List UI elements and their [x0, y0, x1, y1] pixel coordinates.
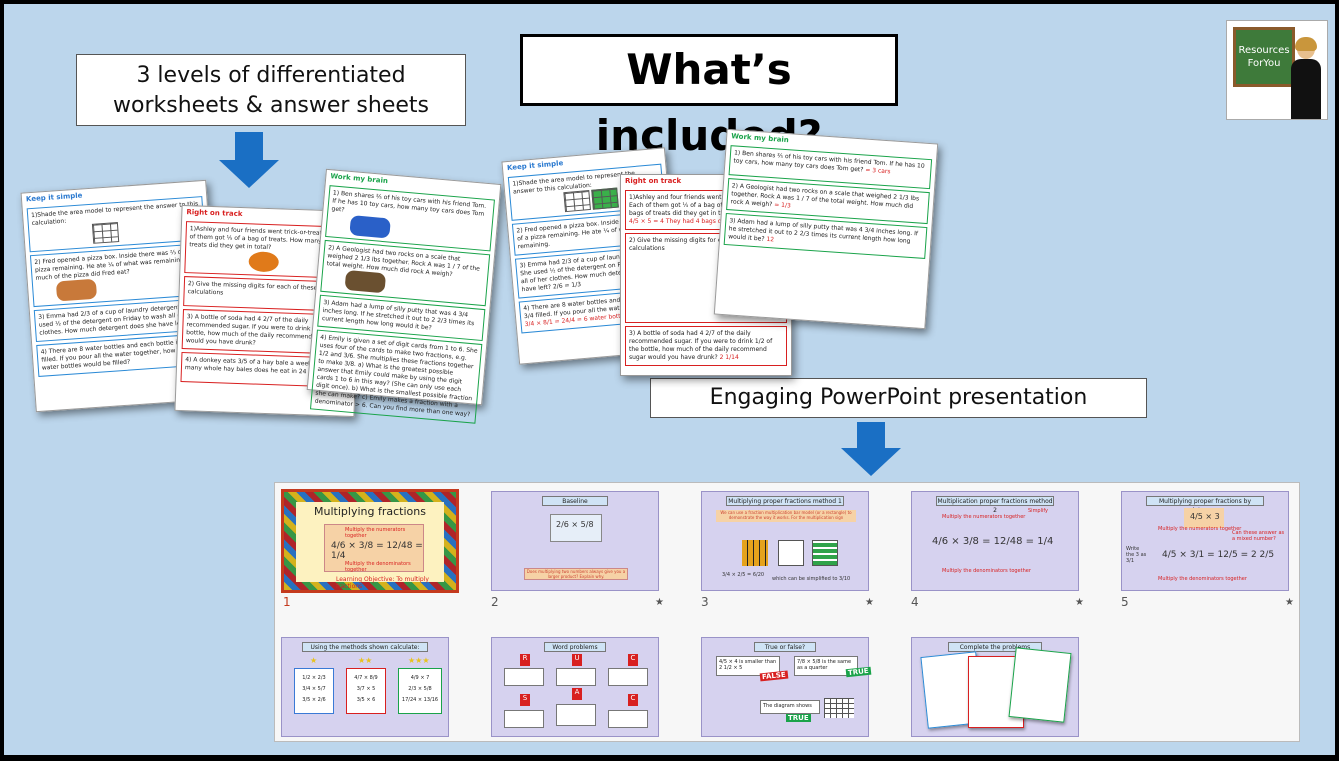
- statement-card: 7/8 × 5/8 is the same as a quarter: [794, 656, 858, 676]
- slide-thumbnail-9[interactable]: Complete the problems: [911, 637, 1079, 737]
- problem: 2/3 × 5/8: [408, 686, 432, 692]
- slide-equation: 2/6 × 5/8: [556, 520, 594, 529]
- rucsac-letter: C: [628, 654, 638, 666]
- slide-title: Word problems: [544, 642, 606, 652]
- star-icon: ★: [310, 656, 318, 665]
- slide-note: Simplify: [1028, 508, 1049, 514]
- slide-sorter-panel: Multiplying fractions Multiply the numer…: [274, 482, 1300, 742]
- animation-star-icon: ★: [655, 597, 664, 608]
- diagram-grid: [824, 698, 854, 718]
- slide-title: Multiplying fractions: [314, 505, 426, 518]
- powerpoint-label: Engaging PowerPoint presentation: [650, 378, 1147, 418]
- slide-canvas: What’s included? 3 levels of differentia…: [4, 4, 1335, 755]
- animation-star-icon: ★: [865, 597, 874, 608]
- resources-for-you-logo: Resources ForYou: [1226, 20, 1328, 120]
- slide-equation: 3/4 × 2/5 = 6/20: [722, 572, 765, 578]
- rucsac-letter: R: [520, 654, 530, 666]
- slide-title: Multiplying proper fractions method 1: [726, 496, 844, 506]
- problem: 4/7 × 8/9: [354, 675, 378, 681]
- statement-card: The diagram shows: [760, 700, 820, 714]
- question: 3) A bottle of soda had 4 2/7 of the dai…: [625, 326, 787, 366]
- slide-title: True or false?: [754, 642, 816, 652]
- problem: 4/9 × 7: [410, 675, 430, 681]
- star-icon: ★★★: [408, 656, 430, 665]
- star-icon: ★★: [358, 656, 373, 665]
- slide-objective: Learning Objective: To multiply fraction…: [336, 576, 429, 590]
- slide-title: Complete the problems: [948, 642, 1042, 652]
- slide-equation: 4/6 × 3/8 = 12/48 = 1/4: [932, 536, 1054, 547]
- false-stamp: FALSE: [759, 670, 789, 682]
- slide-title: Multiplying proper fractions by integers: [1146, 496, 1264, 514]
- slide-thumbnail-2[interactable]: Baseline 2/6 × 5/8 Does multiplying two …: [491, 491, 659, 591]
- slide-number: 1: [283, 595, 291, 609]
- teacher-figure: [1289, 37, 1323, 119]
- slide-thumbnail-4[interactable]: Multiplication proper fractions method 2…: [911, 491, 1079, 591]
- slide-question: which can be simplified to 3/10: [772, 576, 851, 582]
- slide-thumbnail-7[interactable]: Word problems R U C S A C: [491, 637, 659, 737]
- slide-title: Using the methods shown calculate:: [302, 642, 428, 652]
- slide-title: Baseline: [542, 496, 608, 506]
- worksheets-label: 3 levels of differentiated worksheets & …: [76, 54, 466, 126]
- problem: 3/7 × 5: [356, 686, 376, 692]
- animation-star-icon: ★: [1285, 597, 1294, 608]
- rucsac-letter: A: [572, 688, 582, 700]
- rucsac-letter: S: [520, 694, 530, 706]
- question: 4) Emily is given a set of digit cards f…: [309, 329, 483, 424]
- problem: 3/5 × 6: [356, 697, 376, 703]
- slide-thumbnail-3[interactable]: Multiplying proper fractions method 1 We…: [701, 491, 869, 591]
- slide-intro: We can use a fraction multiplication bar…: [716, 510, 856, 522]
- true-stamp: TRUE: [845, 666, 871, 678]
- rucsac-letter: U: [572, 654, 582, 666]
- slide-thumbnail-8[interactable]: True or false? 4/5 × 4 is smaller than 2…: [701, 637, 871, 737]
- slide-note: Multiply the numerators together: [942, 514, 1026, 520]
- problem: 17/24 × 13/16: [401, 697, 439, 703]
- statement-card: 4/5 × 4 is smaller than 2 1/2 × 5: [716, 656, 780, 676]
- problem: 3/5 × 2/6: [302, 697, 326, 703]
- problem: 3/4 × 5/7: [302, 686, 326, 692]
- answer-sheet-right-on-track: Right on track 1)Ashley and four friends…: [620, 174, 792, 376]
- slide-equation: 4/5 × 3: [1190, 512, 1220, 521]
- slide-note: Multiply the denominators together: [1158, 576, 1247, 582]
- bar-model: [742, 540, 768, 566]
- problem: 1/2 × 2/3: [302, 675, 326, 681]
- slide-equation: 4/6 × 3/8 = 12/48 = 1/4: [331, 541, 423, 561]
- chalkboard: Resources ForYou: [1233, 27, 1295, 87]
- answer-sheet-work-my-brain: Work my brain 1) Ben shares ⅖ of his toy…: [713, 128, 939, 330]
- slide-number: 3: [701, 595, 709, 609]
- page-title: What’s included?: [520, 34, 898, 160]
- slide-note: Multiply the denominators together: [942, 568, 1031, 574]
- slide-number: 5: [1121, 595, 1129, 609]
- slide-thumbnail-6[interactable]: Using the methods shown calculate: 1/2 ×…: [281, 637, 449, 737]
- true-stamp: TRUE: [786, 714, 811, 722]
- slide-note: Multiply the numerators together: [345, 527, 406, 539]
- slide-note: Can these answer as a mixed number?: [1232, 530, 1285, 542]
- slide-number: 2: [491, 595, 499, 609]
- slide-note: Multiply the numerators together: [1158, 526, 1242, 532]
- slide-text: Write the 3 as 3/1: [1126, 546, 1147, 564]
- worksheet-work-my-brain: Work my brain 1) Ben shares ⅖ of his toy…: [306, 168, 502, 424]
- sheet-heading: Right on track: [625, 177, 682, 185]
- slide-thumbnail-5[interactable]: Multiplying proper fractions by integers…: [1121, 491, 1289, 591]
- slide-note: Multiply the denominators together: [345, 561, 411, 573]
- slide-equation: 4/5 × 3/1 = 12/5 = 2 2/5: [1162, 550, 1275, 560]
- slide-number: 4: [911, 595, 919, 609]
- rucsac-letter: C: [628, 694, 638, 706]
- slide-footer: Does multiplying two numbers always give…: [524, 568, 628, 580]
- slide-title: Multiplication proper fractions method 2: [936, 496, 1054, 514]
- slide-thumbnail-1[interactable]: Multiplying fractions Multiply the numer…: [281, 489, 459, 593]
- animation-star-icon: ★: [1075, 597, 1084, 608]
